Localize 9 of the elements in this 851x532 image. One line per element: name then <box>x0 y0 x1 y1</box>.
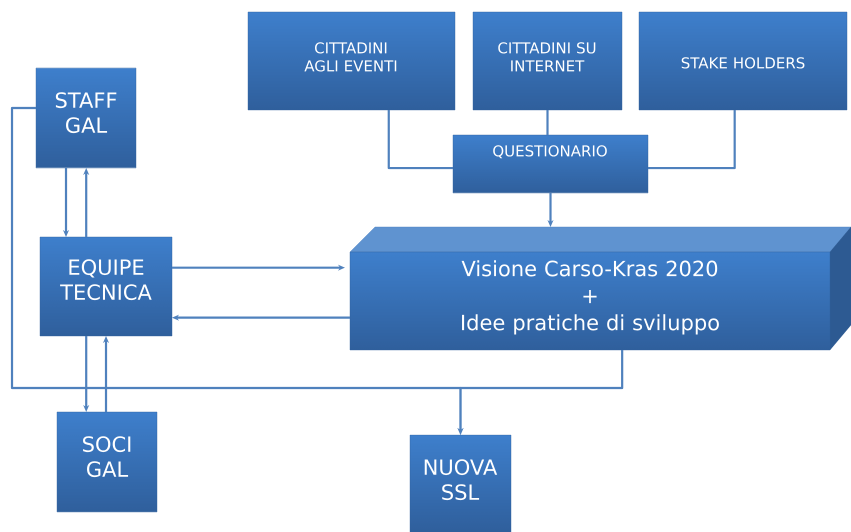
process-box: STAKE HOLDERS <box>638 12 848 110</box>
process-box: NUOVA SSL <box>410 434 512 532</box>
process-box: CITTADINI AGLI EVENTI <box>248 12 456 110</box>
process-box: STAFF GAL <box>36 68 136 168</box>
block-box: Visione Carso-Kras 2020 + Idee pratiche di sviluppo <box>350 226 851 350</box>
process-box: CITTADINI SU INTERNET <box>472 12 622 110</box>
process-box: EQUIPE TECNICA <box>40 236 172 336</box>
process-box: QUESTIONARIO <box>452 134 648 194</box>
process-box: SOCI GAL <box>56 412 158 512</box>
